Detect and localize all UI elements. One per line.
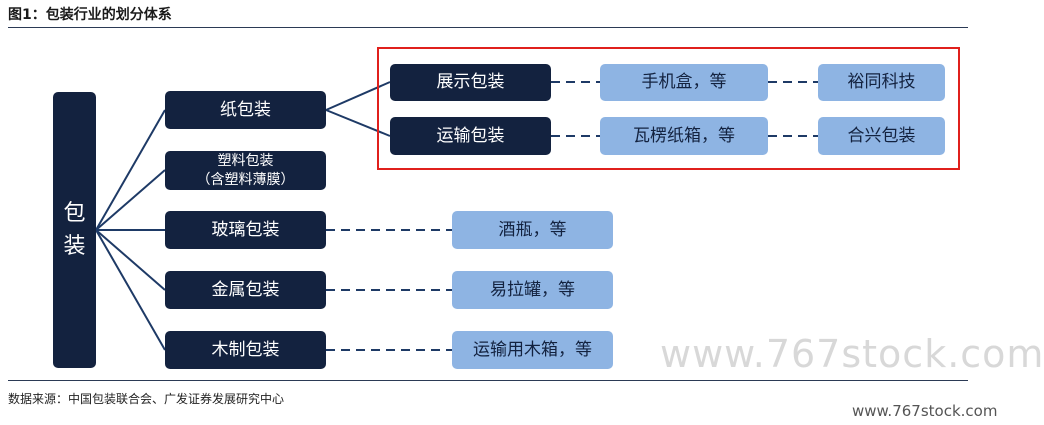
root-char-1: 包 xyxy=(63,201,86,226)
example-phone-box: 手机盒，等 xyxy=(600,64,768,101)
company-yutong: 裕同科技 xyxy=(818,64,945,101)
source-note: 数据来源：中国包装联合会、广发证券发展研究中心 xyxy=(8,392,285,406)
figure-title: 图1：包装行业的划分体系 xyxy=(8,7,172,23)
category-plastic: 塑料包装 （含塑料薄膜） xyxy=(165,151,326,190)
root-char-2: 装 xyxy=(63,234,86,259)
subtype-transport: 运输包装 xyxy=(390,117,551,155)
category-plastic-sub: （含塑料薄膜） xyxy=(196,171,295,188)
connector-paper-transport xyxy=(325,109,391,137)
source-divider xyxy=(8,380,968,381)
connector-root-plastic xyxy=(95,169,166,231)
connector-paper-display xyxy=(325,81,391,111)
connector-lines xyxy=(95,81,818,351)
watermark-small: www.767stock.com xyxy=(852,402,998,420)
connector-root-metal xyxy=(95,229,166,291)
category-glass: 玻璃包装 xyxy=(165,211,326,249)
connector-root-paper xyxy=(95,109,166,231)
category-plastic-label: 塑料包装 xyxy=(217,153,274,170)
connector-root-wood xyxy=(95,229,166,351)
category-wood: 木制包装 xyxy=(165,331,326,369)
root-node: 包 装 xyxy=(53,92,96,368)
example-corrugated-box: 瓦楞纸箱，等 xyxy=(600,117,768,155)
category-metal: 金属包装 xyxy=(165,271,326,309)
highlight-frame xyxy=(377,47,960,170)
example-metal: 易拉罐，等 xyxy=(452,271,613,309)
company-hexing: 合兴包装 xyxy=(818,117,945,155)
example-wood: 运输用木箱，等 xyxy=(452,331,613,369)
title-divider xyxy=(8,27,968,28)
subtype-display: 展示包装 xyxy=(390,64,551,101)
example-glass: 酒瓶，等 xyxy=(452,211,613,249)
category-paper: 纸包装 xyxy=(165,91,326,129)
watermark-large: www.767stock.com xyxy=(660,332,1044,376)
